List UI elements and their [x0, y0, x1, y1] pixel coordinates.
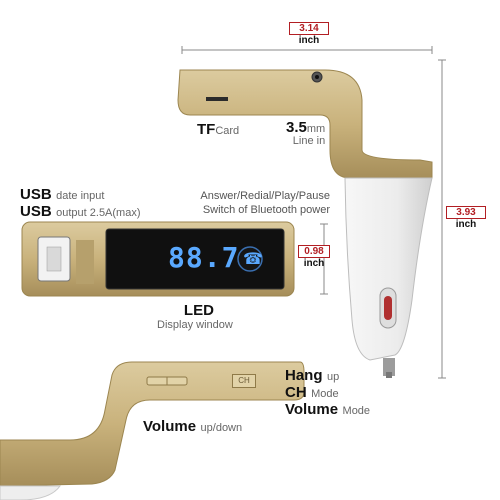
- ch-mode-label: CH Mode: [285, 384, 339, 401]
- bluetooth-button-description: Answer/Redial/Play/Pause Switch of Bluet…: [200, 190, 330, 216]
- tf-card-label: TFCard: [197, 121, 240, 138]
- bottom-gold-arm: [0, 361, 305, 487]
- white-body: [344, 177, 433, 361]
- phone-icon: ☎: [243, 251, 263, 268]
- volume-mode-label: Volume Mode: [285, 401, 371, 418]
- top-gold-arm: [177, 69, 433, 179]
- width-unit: inch: [298, 35, 320, 46]
- width-value: 3.14: [289, 22, 329, 35]
- height-dimension: 3.93 inch: [446, 206, 486, 230]
- thickness-dimension: 0.98 inch: [298, 245, 330, 269]
- tf-card-slot: [206, 97, 228, 101]
- lcd-frequency: 88.7: [168, 241, 240, 274]
- call-button: [237, 246, 263, 272]
- hang-up-label: Hang up: [285, 367, 340, 384]
- height-unit: inch: [455, 219, 477, 230]
- width-dimension: 3.14 inch: [289, 22, 329, 46]
- aux-jack-label: 3.5mm Line in: [286, 119, 326, 147]
- usb-output-label: USB output 2.5A(max): [20, 203, 141, 220]
- usb-input-label: USB date input: [20, 186, 105, 203]
- ch-button[interactable]: CH: [232, 374, 256, 388]
- led-display-label: LED Display window: [157, 302, 233, 331]
- thickness-value: 0.98: [298, 245, 330, 258]
- volume-updown-label: Volume up/down: [143, 418, 243, 435]
- lcd-panel: [105, 228, 285, 290]
- thickness-unit: inch: [303, 258, 325, 269]
- height-value: 3.93: [446, 206, 486, 219]
